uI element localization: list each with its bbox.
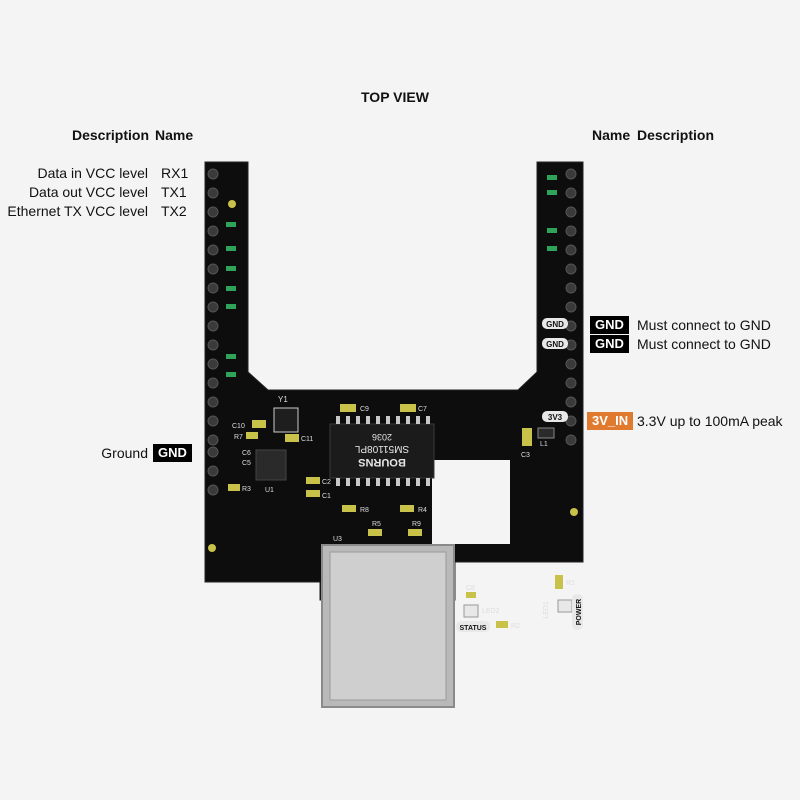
silk-r5: R5 xyxy=(372,521,381,528)
cap-c10 xyxy=(252,420,266,428)
silk-3v3: 3V3 xyxy=(548,413,563,422)
left-name-header: Name xyxy=(155,127,194,143)
silk-r4: R4 xyxy=(418,507,427,514)
silk-r9: R9 xyxy=(412,521,421,528)
pin-name-tx2: TX2 xyxy=(161,203,187,219)
silk-c2: C2 xyxy=(322,479,331,486)
pin-tag-gnd-left: GND xyxy=(153,444,192,462)
pin-description-rx1: Data in VCC level xyxy=(37,165,149,181)
silk-u1: U1 xyxy=(265,487,274,494)
silk-r3: R3 xyxy=(242,486,251,493)
silk-c8: C8 xyxy=(466,585,475,592)
silk-c10: C10 xyxy=(232,423,245,430)
pin-description-tx2: Ethernet TX VCC level xyxy=(7,203,148,219)
cap-c11 xyxy=(285,434,299,442)
transformer-chip xyxy=(329,423,435,479)
silk-c6: C6 xyxy=(242,450,251,457)
pin-description-gnd-right-2: Must connect to GND xyxy=(637,336,771,352)
led-status xyxy=(463,604,479,618)
silk-c11: C11 xyxy=(301,436,313,443)
silk-c9: C9 xyxy=(360,406,369,413)
chip-brand: BOURNS xyxy=(358,456,406,468)
left-header-pins xyxy=(207,168,219,496)
page-title: TOP VIEW xyxy=(361,89,429,105)
pin-description-ground: Ground xyxy=(101,445,148,461)
res-r3 xyxy=(228,484,240,491)
chip-part: SM51108PL xyxy=(354,443,409,454)
pcb-board xyxy=(204,161,584,601)
pin-description-tx1: Data out VCC level xyxy=(28,184,148,200)
mount-hole-right xyxy=(570,508,578,516)
pin-name-rx1: RX1 xyxy=(161,165,189,181)
right-description-header: Description xyxy=(637,127,715,143)
ic-u1 xyxy=(255,449,287,481)
chip-pins xyxy=(336,416,430,486)
crystal-y1 xyxy=(273,407,299,433)
silk-r7: R7 xyxy=(234,434,243,441)
silk-r8: R8 xyxy=(360,507,369,514)
left-smd-components xyxy=(226,222,236,377)
mount-hole-left-top xyxy=(228,200,236,208)
silk-u3: U3 xyxy=(333,536,342,543)
led-power xyxy=(557,599,573,613)
cap-c9 xyxy=(340,404,356,412)
silk-status: STATUS xyxy=(460,625,487,632)
res-r7 xyxy=(246,432,258,439)
mount-hole-left-bottom xyxy=(208,544,216,552)
cap-c7 xyxy=(400,404,416,412)
silk-r1: R1 xyxy=(566,580,575,587)
cap-c3 xyxy=(522,428,532,446)
silk-power: POWER xyxy=(576,599,583,625)
right-smd-components xyxy=(547,175,557,251)
pin-tag-gnd-right-1: GND xyxy=(590,316,629,334)
pin-tag-gnd-right-2: GND xyxy=(590,335,629,353)
silk-y1: Y1 xyxy=(278,395,288,404)
silk-l1: L1 xyxy=(540,441,548,448)
silk-gnd-1: GND xyxy=(546,320,564,329)
silk-c7: C7 xyxy=(418,406,427,413)
pin-name-tx1: TX1 xyxy=(161,184,187,200)
left-description-header: Description xyxy=(72,127,150,143)
pin-description-3v-in: 3.3V up to 100mA peak xyxy=(637,413,783,429)
silk-gnd-2: GND xyxy=(546,340,564,349)
silk-led1: LED1 xyxy=(543,601,550,619)
right-header-pins xyxy=(565,168,577,446)
silk-r2: R2 xyxy=(511,623,520,630)
silk-c1: C1 xyxy=(322,493,331,500)
silk-led2: LED2 xyxy=(482,608,500,615)
board-cutout xyxy=(432,460,510,544)
chip-code: 2036 xyxy=(372,432,392,442)
pin-description-gnd-right-1: Must connect to GND xyxy=(637,317,771,333)
pin-tag-3v-in: 3V_IN xyxy=(587,412,634,430)
inductor-l1 xyxy=(537,427,555,439)
silk-c5: C5 xyxy=(242,460,251,467)
silk-c3: C3 xyxy=(521,452,530,459)
right-name-header: Name xyxy=(592,127,631,143)
